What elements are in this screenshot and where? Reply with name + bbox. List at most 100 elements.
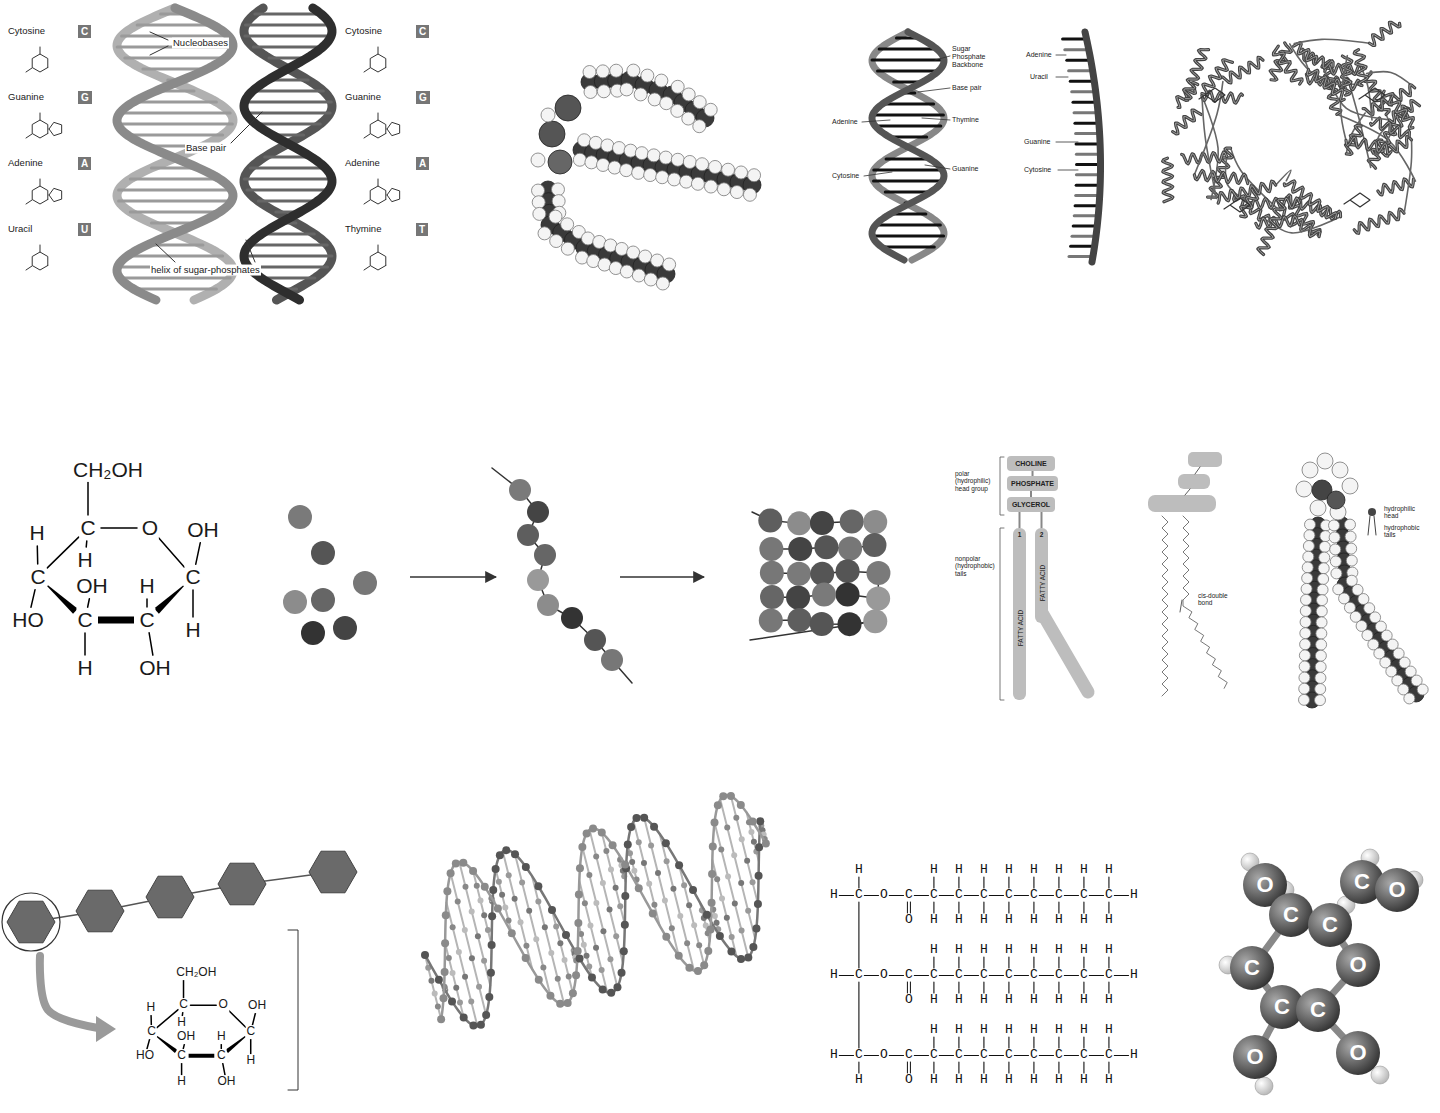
hydrogen-atom bbox=[1305, 519, 1316, 530]
base-atom bbox=[562, 957, 568, 963]
backbone-atom bbox=[569, 989, 577, 997]
base-atom bbox=[455, 899, 461, 905]
heme-group bbox=[1199, 88, 1225, 102]
bond bbox=[1008, 957, 1009, 968]
backbone-atom bbox=[727, 947, 735, 955]
atom-symbol: C bbox=[1354, 869, 1370, 894]
connector-line bbox=[1019, 512, 1021, 528]
phospholipid-space-filling bbox=[1296, 453, 1428, 708]
backbone-atom bbox=[452, 859, 460, 867]
backbone-strand bbox=[244, 8, 332, 300]
hydrogen-atom bbox=[1315, 684, 1326, 695]
backbone-atom bbox=[762, 839, 770, 847]
callout-label: Adenine bbox=[832, 118, 858, 126]
base-atom bbox=[608, 866, 614, 872]
process-arrow bbox=[410, 576, 496, 578]
atom-ball bbox=[1233, 1035, 1277, 1079]
backbone-atom bbox=[572, 971, 580, 979]
hydrogen-atom bbox=[671, 80, 684, 93]
polysaccharide-panel bbox=[2, 851, 357, 1090]
hydrogen-atom bbox=[1314, 695, 1325, 706]
atom-symbol: C bbox=[1322, 912, 1338, 937]
bond bbox=[933, 902, 934, 913]
double-bond bbox=[907, 902, 908, 913]
base-atom bbox=[587, 922, 593, 928]
backbone-atom bbox=[546, 992, 554, 1000]
atom-symbol: H bbox=[76, 656, 93, 680]
amino-acid bbox=[836, 559, 860, 583]
leader-line bbox=[150, 32, 168, 40]
amino-acid bbox=[866, 586, 890, 610]
amino-acid bbox=[787, 511, 811, 535]
hydrogen-atom bbox=[1417, 684, 1428, 695]
loop-segment bbox=[1294, 39, 1369, 43]
hydrogen-ball bbox=[1371, 1066, 1389, 1084]
backbone-strand bbox=[117, 8, 233, 300]
bond bbox=[40, 179, 41, 186]
base-pair-rung bbox=[253, 46, 322, 49]
bond bbox=[378, 245, 379, 252]
hydrogen-atom bbox=[635, 147, 648, 160]
base-structure bbox=[364, 179, 400, 204]
hydrogen-atom bbox=[647, 149, 660, 162]
backbone-atom bbox=[575, 890, 583, 898]
oxygen-atom bbox=[548, 150, 572, 174]
base-atom bbox=[686, 902, 692, 908]
backbone-atom bbox=[694, 967, 702, 975]
bond bbox=[1058, 902, 1059, 913]
bond bbox=[933, 982, 934, 993]
hydrogen-atom bbox=[573, 153, 586, 166]
ring bbox=[387, 188, 400, 201]
base-pair-rung bbox=[256, 123, 321, 126]
hydrogen-atom bbox=[551, 183, 564, 196]
backbone-strand bbox=[872, 32, 944, 260]
base-letter-box: G bbox=[78, 91, 92, 104]
formula-row: H H H H H H H H bbox=[830, 1023, 1118, 1037]
bond bbox=[933, 957, 934, 968]
base-pair-rung bbox=[245, 101, 332, 104]
dna-rna-compare bbox=[862, 32, 1101, 262]
base-atom bbox=[603, 848, 609, 854]
base-rung bbox=[1074, 111, 1095, 114]
bond bbox=[1083, 1037, 1084, 1048]
amino-acid bbox=[836, 583, 860, 607]
base-pair-rung bbox=[127, 134, 222, 137]
base-atom bbox=[714, 876, 720, 882]
alpha-helix bbox=[1258, 199, 1285, 254]
hydrogen-atom bbox=[730, 186, 743, 199]
backbone-atom bbox=[548, 906, 556, 914]
base-atom bbox=[582, 900, 588, 906]
backbone-strand bbox=[244, 8, 332, 300]
hydrogen-atom bbox=[589, 136, 602, 149]
amino-acid bbox=[760, 561, 784, 585]
hydrogen-atom bbox=[693, 120, 706, 133]
alpha-helix bbox=[1173, 110, 1201, 134]
double-bond bbox=[910, 982, 911, 993]
base-pair-stick bbox=[579, 881, 607, 992]
base-atom bbox=[553, 924, 559, 930]
bold-bond bbox=[154, 585, 184, 613]
hydrogen-atom bbox=[549, 210, 562, 223]
amino-acid bbox=[301, 621, 325, 645]
base-atom bbox=[745, 908, 751, 914]
base-pair-rung bbox=[255, 13, 321, 16]
glucose-unit bbox=[309, 851, 357, 893]
bond bbox=[958, 902, 959, 913]
backbone-atom bbox=[633, 814, 641, 822]
backbone-atom bbox=[469, 1022, 477, 1030]
bond bbox=[37, 546, 39, 564]
base-atom bbox=[613, 933, 619, 939]
base-atom bbox=[462, 974, 468, 980]
bond bbox=[1008, 1062, 1009, 1073]
base-pair-rung bbox=[247, 189, 329, 192]
atom-symbol: O bbox=[1256, 872, 1273, 897]
leader-line bbox=[1056, 77, 1068, 78]
alpha-helix bbox=[1294, 43, 1317, 62]
hydrogen-atom bbox=[655, 74, 668, 87]
hydrogen-atom bbox=[735, 166, 748, 179]
backbone-atom bbox=[755, 843, 763, 851]
callout-label: Guanine bbox=[952, 165, 978, 173]
alpha-helix bbox=[1163, 158, 1173, 202]
bar-label: FATTY ACID bbox=[1016, 609, 1023, 646]
